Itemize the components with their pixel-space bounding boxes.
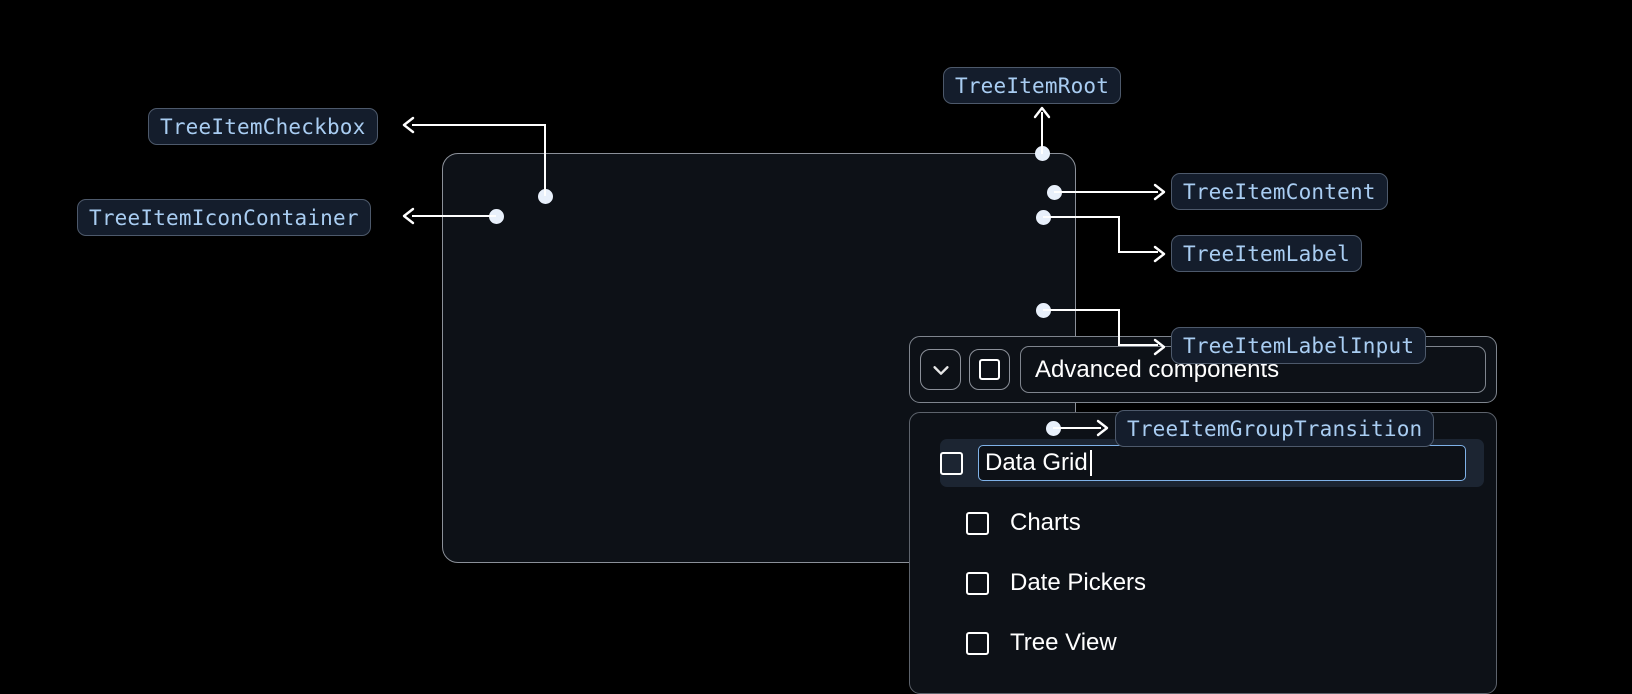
tree-item-root[interactable]: Advanced components Data Grid Charts Dat… [442,153,1497,694]
list-item[interactable]: Charts [966,499,1081,547]
connector-line-label-input-h2 [1118,344,1158,346]
arrowhead-group-transition [1093,418,1111,438]
annotation-chip-tree-item-checkbox[interactable]: TreeItemCheckbox [148,108,378,145]
connector-line-label-v [1118,216,1120,253]
annotation-chip-label: TreeItemLabel [1183,241,1350,266]
connector-line-checkbox-v [544,124,546,196]
connector-dot-icon-container [489,209,504,224]
tree-item-group-transition: Data Grid Charts Date Pickers Tree View [909,412,1497,694]
checkbox-box-icon[interactable] [966,511,989,535]
checkbox-box-icon[interactable] [966,631,989,655]
annotation-chip-label: TreeItemIconContainer [89,205,359,230]
arrowhead-label [1150,244,1168,264]
annotation-chip-label: TreeItemContent [1183,179,1376,204]
annotation-chip-label: TreeItemCheckbox [160,114,366,139]
tree-item-label-input-value: Data Grid [985,449,1088,476]
arrowhead-checkbox [400,115,418,135]
connector-line-group-transition [1053,427,1101,429]
chevron-down-icon [930,359,952,381]
annotation-chip-tree-item-root[interactable]: TreeItemRoot [943,67,1122,104]
checkbox-box-icon[interactable] [940,451,963,475]
tree-item-checkbox[interactable] [969,349,1010,390]
annotation-chip-tree-item-label-input[interactable]: TreeItemLabelInput [1171,327,1427,364]
checkbox-box-icon[interactable] [966,571,989,595]
connector-line-content [1054,191,1158,193]
list-item[interactable]: Date Pickers [966,559,1146,607]
list-item[interactable]: Tree View [966,619,1117,667]
connector-line-label-h2 [1118,251,1158,253]
annotation-chip-label: TreeItemLabelInput [1183,333,1415,358]
arrowhead-content [1150,182,1168,202]
annotation-chip-tree-item-content[interactable]: TreeItemContent [1171,173,1388,210]
connector-line-icon-container [412,215,496,217]
annotation-chip-tree-item-label[interactable]: TreeItemLabel [1171,235,1362,272]
annotation-chip-tree-item-group-transition[interactable]: TreeItemGroupTransition [1115,410,1435,447]
arrowhead-root [1032,104,1051,124]
connector-line-label-input-v [1118,309,1120,346]
annotation-chip-tree-item-icon-container[interactable]: TreeItemIconContainer [77,199,371,236]
connector-line-root [1041,112,1043,154]
annotation-diagram-canvas: Advanced components Data Grid Charts Dat… [77,67,1497,694]
connector-line-label-h1 [1043,216,1120,218]
arrowhead-icon-container [400,206,418,226]
list-item[interactable]: Data Grid [940,439,1484,487]
text-caret [1089,450,1092,476]
arrowhead-label-input [1150,337,1168,357]
tree-item-label-text: Date Pickers [1010,569,1147,596]
tree-item-icon-container[interactable] [920,349,961,390]
tree-item-label-text: Charts [1010,509,1081,536]
annotation-chip-label: TreeItemGroupTransition [1127,416,1423,441]
tree-item-label-text: Tree View [1010,629,1117,656]
connector-dot-checkbox [538,189,553,204]
connector-line-label-input-h1 [1043,309,1120,311]
connector-line-checkbox-h [412,124,546,126]
checkbox-box-icon [979,359,1000,380]
tree-item-label-input[interactable]: Data Grid [978,445,1466,481]
annotation-chip-label: TreeItemRoot [955,73,1110,98]
